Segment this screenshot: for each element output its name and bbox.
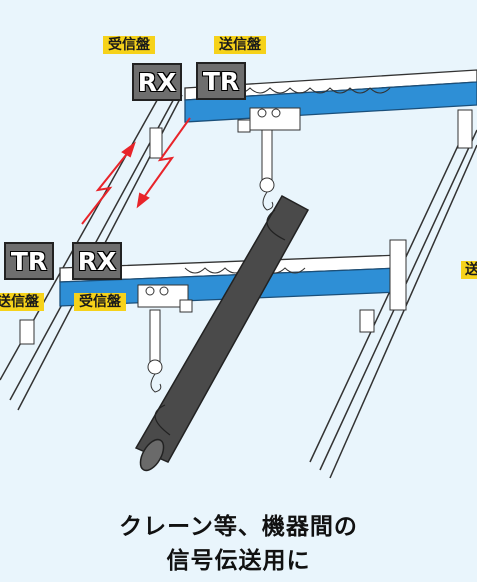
tx-panel-label-top: 送信盤 [214,36,266,54]
rx-panel-label-top: 受信盤 [103,36,155,54]
tr-device-left: TR [4,242,54,280]
pipe-load [134,194,310,472]
rx-device-left: RX [72,242,122,280]
upper-hoist [237,107,301,211]
rx-device-top: RX [132,63,182,101]
caption-line-2: 信号伝送用に [166,548,311,574]
tx-panel-label-right-edge: 送 [461,261,477,279]
caption-line-1: クレーン等、機器間の [119,514,358,540]
tx-panel-label-left: 送信盤 [0,293,44,311]
lower-hoist [137,284,193,393]
signal-arrows [81,117,191,225]
rx-panel-label-left: 受信盤 [74,293,126,311]
tr-device-top: TR [196,62,246,100]
